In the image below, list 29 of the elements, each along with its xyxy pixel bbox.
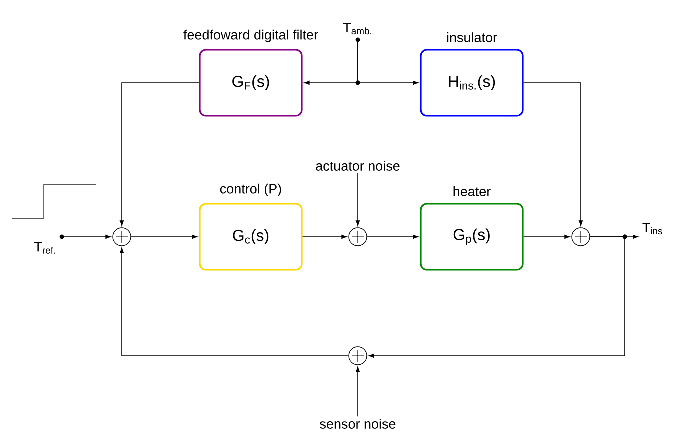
transfer-function-box: G$_{F}$(s) — [199, 49, 303, 117]
arrow — [368, 234, 628, 358]
arrow — [120, 248, 350, 356]
arrow — [523, 82, 583, 226]
arrow — [523, 234, 570, 239]
signal-label: sensor noise — [320, 419, 396, 429]
signal-label: T$_{ref.}$ — [34, 242, 56, 254]
arrow — [302, 234, 348, 239]
arrow — [356, 40, 419, 86]
summing-junction — [348, 228, 368, 246]
signal-label: T$_{amb.}$ — [343, 23, 372, 35]
transfer-function-box: G$_{p}$(s) — [420, 203, 524, 271]
signal-label: T$_{ins}$ — [642, 223, 662, 235]
arrow — [120, 82, 200, 226]
block-label: insulator — [447, 32, 498, 42]
transfer-function-box: H$_{ins.}$(s) — [420, 49, 524, 117]
arrow — [62, 234, 112, 239]
signal-label: actuator noise — [316, 161, 400, 171]
arrow — [356, 366, 360, 418]
block-label: control (P) — [220, 184, 282, 196]
block-label: feedfoward digital filter — [184, 30, 318, 42]
summing-junction — [112, 228, 132, 246]
arrow — [366, 234, 419, 239]
arrow — [356, 172, 360, 226]
arrow — [130, 234, 198, 239]
summing-junction — [572, 228, 590, 246]
summing-junction — [348, 346, 368, 366]
block-label: heater — [454, 186, 491, 196]
transfer-function-box: G$_{c}$(s) — [199, 203, 303, 271]
